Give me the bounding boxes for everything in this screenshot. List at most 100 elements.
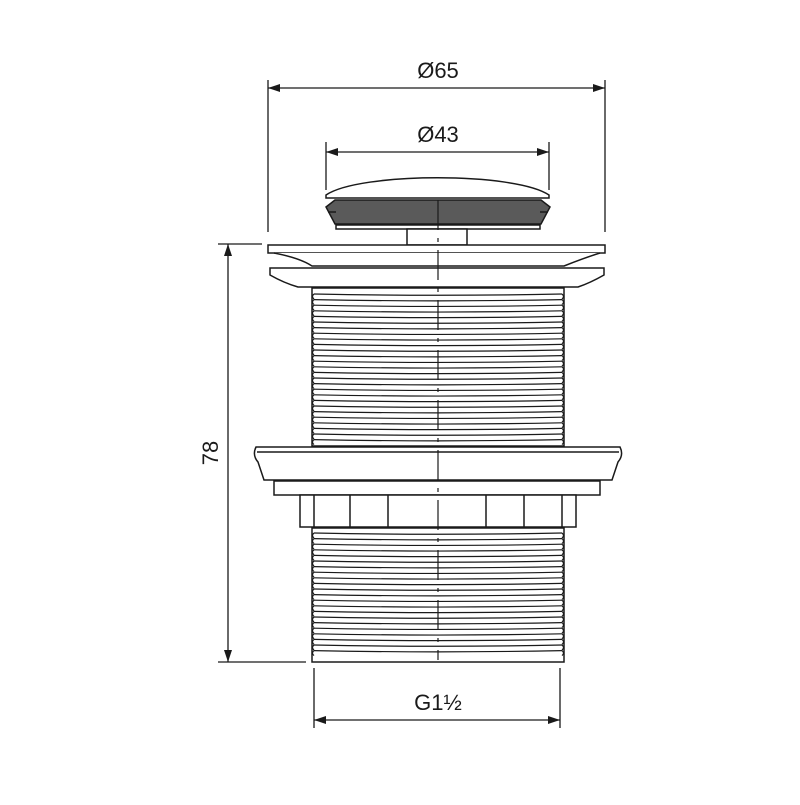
thread-crest-left bbox=[311, 560, 315, 567]
thread-crest-right bbox=[561, 315, 565, 322]
thread-crest-left bbox=[311, 405, 315, 412]
thread-crest-right bbox=[561, 582, 565, 589]
thread-crest-left bbox=[311, 627, 315, 634]
thread-ridge bbox=[313, 332, 563, 336]
top-flange bbox=[267, 244, 606, 288]
thread-crest-left bbox=[311, 549, 315, 556]
thread-ridge bbox=[313, 343, 563, 347]
thread-crest-right bbox=[561, 549, 565, 556]
thread-crest-left bbox=[311, 616, 315, 623]
thread-crest-left bbox=[311, 633, 315, 640]
thread-crest-right bbox=[561, 371, 565, 378]
thread-crest-left bbox=[311, 439, 315, 446]
thread-crest-right bbox=[561, 538, 565, 545]
thread-crest-left bbox=[311, 571, 315, 578]
thread-crest-left bbox=[311, 310, 315, 317]
thread-crest-right bbox=[561, 416, 565, 423]
thread-crest-left bbox=[311, 577, 315, 584]
thread-crest-left bbox=[311, 304, 315, 311]
thread-crest-right bbox=[561, 571, 565, 578]
thread-crest-right bbox=[561, 577, 565, 584]
thread-crest-right bbox=[561, 439, 565, 446]
thread-crest-left bbox=[311, 360, 315, 367]
flange-lower-lip bbox=[269, 267, 605, 288]
thread-ridge bbox=[313, 633, 563, 636]
thread-crest-left bbox=[311, 599, 315, 606]
dimension-outer-diameter bbox=[267, 80, 606, 232]
thread-crest-right bbox=[561, 377, 565, 384]
thread-crest-left bbox=[311, 638, 315, 645]
thread-ridge bbox=[313, 582, 563, 586]
thread-crest-right bbox=[561, 338, 565, 345]
thread-crest-left bbox=[311, 594, 315, 601]
thread-crest-left bbox=[311, 543, 315, 550]
thread-crest-left bbox=[311, 315, 315, 322]
thread-crest-left bbox=[311, 422, 315, 429]
thread-label: G1½ bbox=[414, 690, 462, 715]
thread-crest-right bbox=[561, 360, 565, 367]
cap-stem bbox=[406, 228, 468, 246]
cap-diameter-label: Ø43 bbox=[417, 122, 459, 147]
thread-crest-right bbox=[561, 349, 565, 356]
thread-crest-right bbox=[561, 427, 565, 434]
thread-crest-right bbox=[561, 644, 565, 651]
thread-crest-left bbox=[311, 399, 315, 406]
flange-top-plate bbox=[267, 244, 606, 254]
thread-crest-right bbox=[561, 650, 565, 657]
thread-crest-right bbox=[561, 433, 565, 440]
thread-crest-right bbox=[561, 566, 565, 573]
thread-ridge bbox=[313, 433, 563, 436]
thread-crest-left bbox=[311, 371, 315, 378]
thread-crest-right bbox=[561, 588, 565, 595]
thread-crest-right bbox=[561, 310, 565, 317]
thread-crest-left bbox=[311, 650, 315, 657]
thread-crest-left bbox=[311, 343, 315, 350]
thread-crest-right bbox=[561, 304, 565, 311]
thread-crest-right bbox=[561, 299, 565, 306]
thread-crest-left bbox=[311, 366, 315, 373]
thread-crest-left bbox=[311, 377, 315, 384]
thread-crest-left bbox=[311, 321, 315, 328]
flange-body bbox=[273, 252, 601, 267]
thread-crest-right bbox=[561, 638, 565, 645]
thread-crest-right bbox=[561, 554, 565, 561]
thread-crest-left bbox=[311, 605, 315, 612]
washer-ring bbox=[273, 480, 601, 496]
thread-crest-right bbox=[561, 560, 565, 567]
thread-crest-left bbox=[311, 327, 315, 334]
thread-crest-right bbox=[561, 321, 565, 328]
thread-crest-left bbox=[311, 332, 315, 339]
dimension-cap-diameter bbox=[325, 142, 550, 190]
thread-ridge bbox=[313, 594, 563, 597]
thread-crest-right bbox=[561, 383, 565, 390]
thread-crest-right bbox=[561, 394, 565, 401]
thread-crest-right bbox=[561, 610, 565, 617]
thread-crest-left bbox=[311, 299, 315, 306]
height-label: 78 bbox=[198, 441, 223, 465]
thread-crest-right bbox=[561, 627, 565, 634]
thread-crest-right bbox=[561, 399, 565, 406]
thread-crest-right bbox=[561, 343, 565, 350]
cap-dome bbox=[325, 177, 550, 199]
thread-crest-left bbox=[311, 588, 315, 595]
thread-crest-right bbox=[561, 616, 565, 623]
thread-crest-right bbox=[561, 633, 565, 640]
dimension-thread bbox=[313, 668, 561, 728]
thread-crest-right bbox=[561, 355, 565, 362]
thread-crest-left bbox=[311, 433, 315, 440]
thread-crest-right bbox=[561, 411, 565, 418]
thread-crest-left bbox=[311, 416, 315, 423]
thread-crest-left bbox=[311, 394, 315, 401]
thread-crest-right bbox=[561, 293, 565, 300]
thread-ridge bbox=[313, 644, 563, 647]
thread-crest-right bbox=[561, 622, 565, 629]
thread-crest-left bbox=[311, 388, 315, 395]
thread-crest-left bbox=[311, 338, 315, 345]
thread-crest-right bbox=[561, 388, 565, 395]
thread-crest-right bbox=[561, 405, 565, 412]
thread-crest-left bbox=[311, 427, 315, 434]
thread-crest-left bbox=[311, 349, 315, 356]
thread-crest-right bbox=[561, 422, 565, 429]
thread-ridge bbox=[313, 532, 563, 535]
